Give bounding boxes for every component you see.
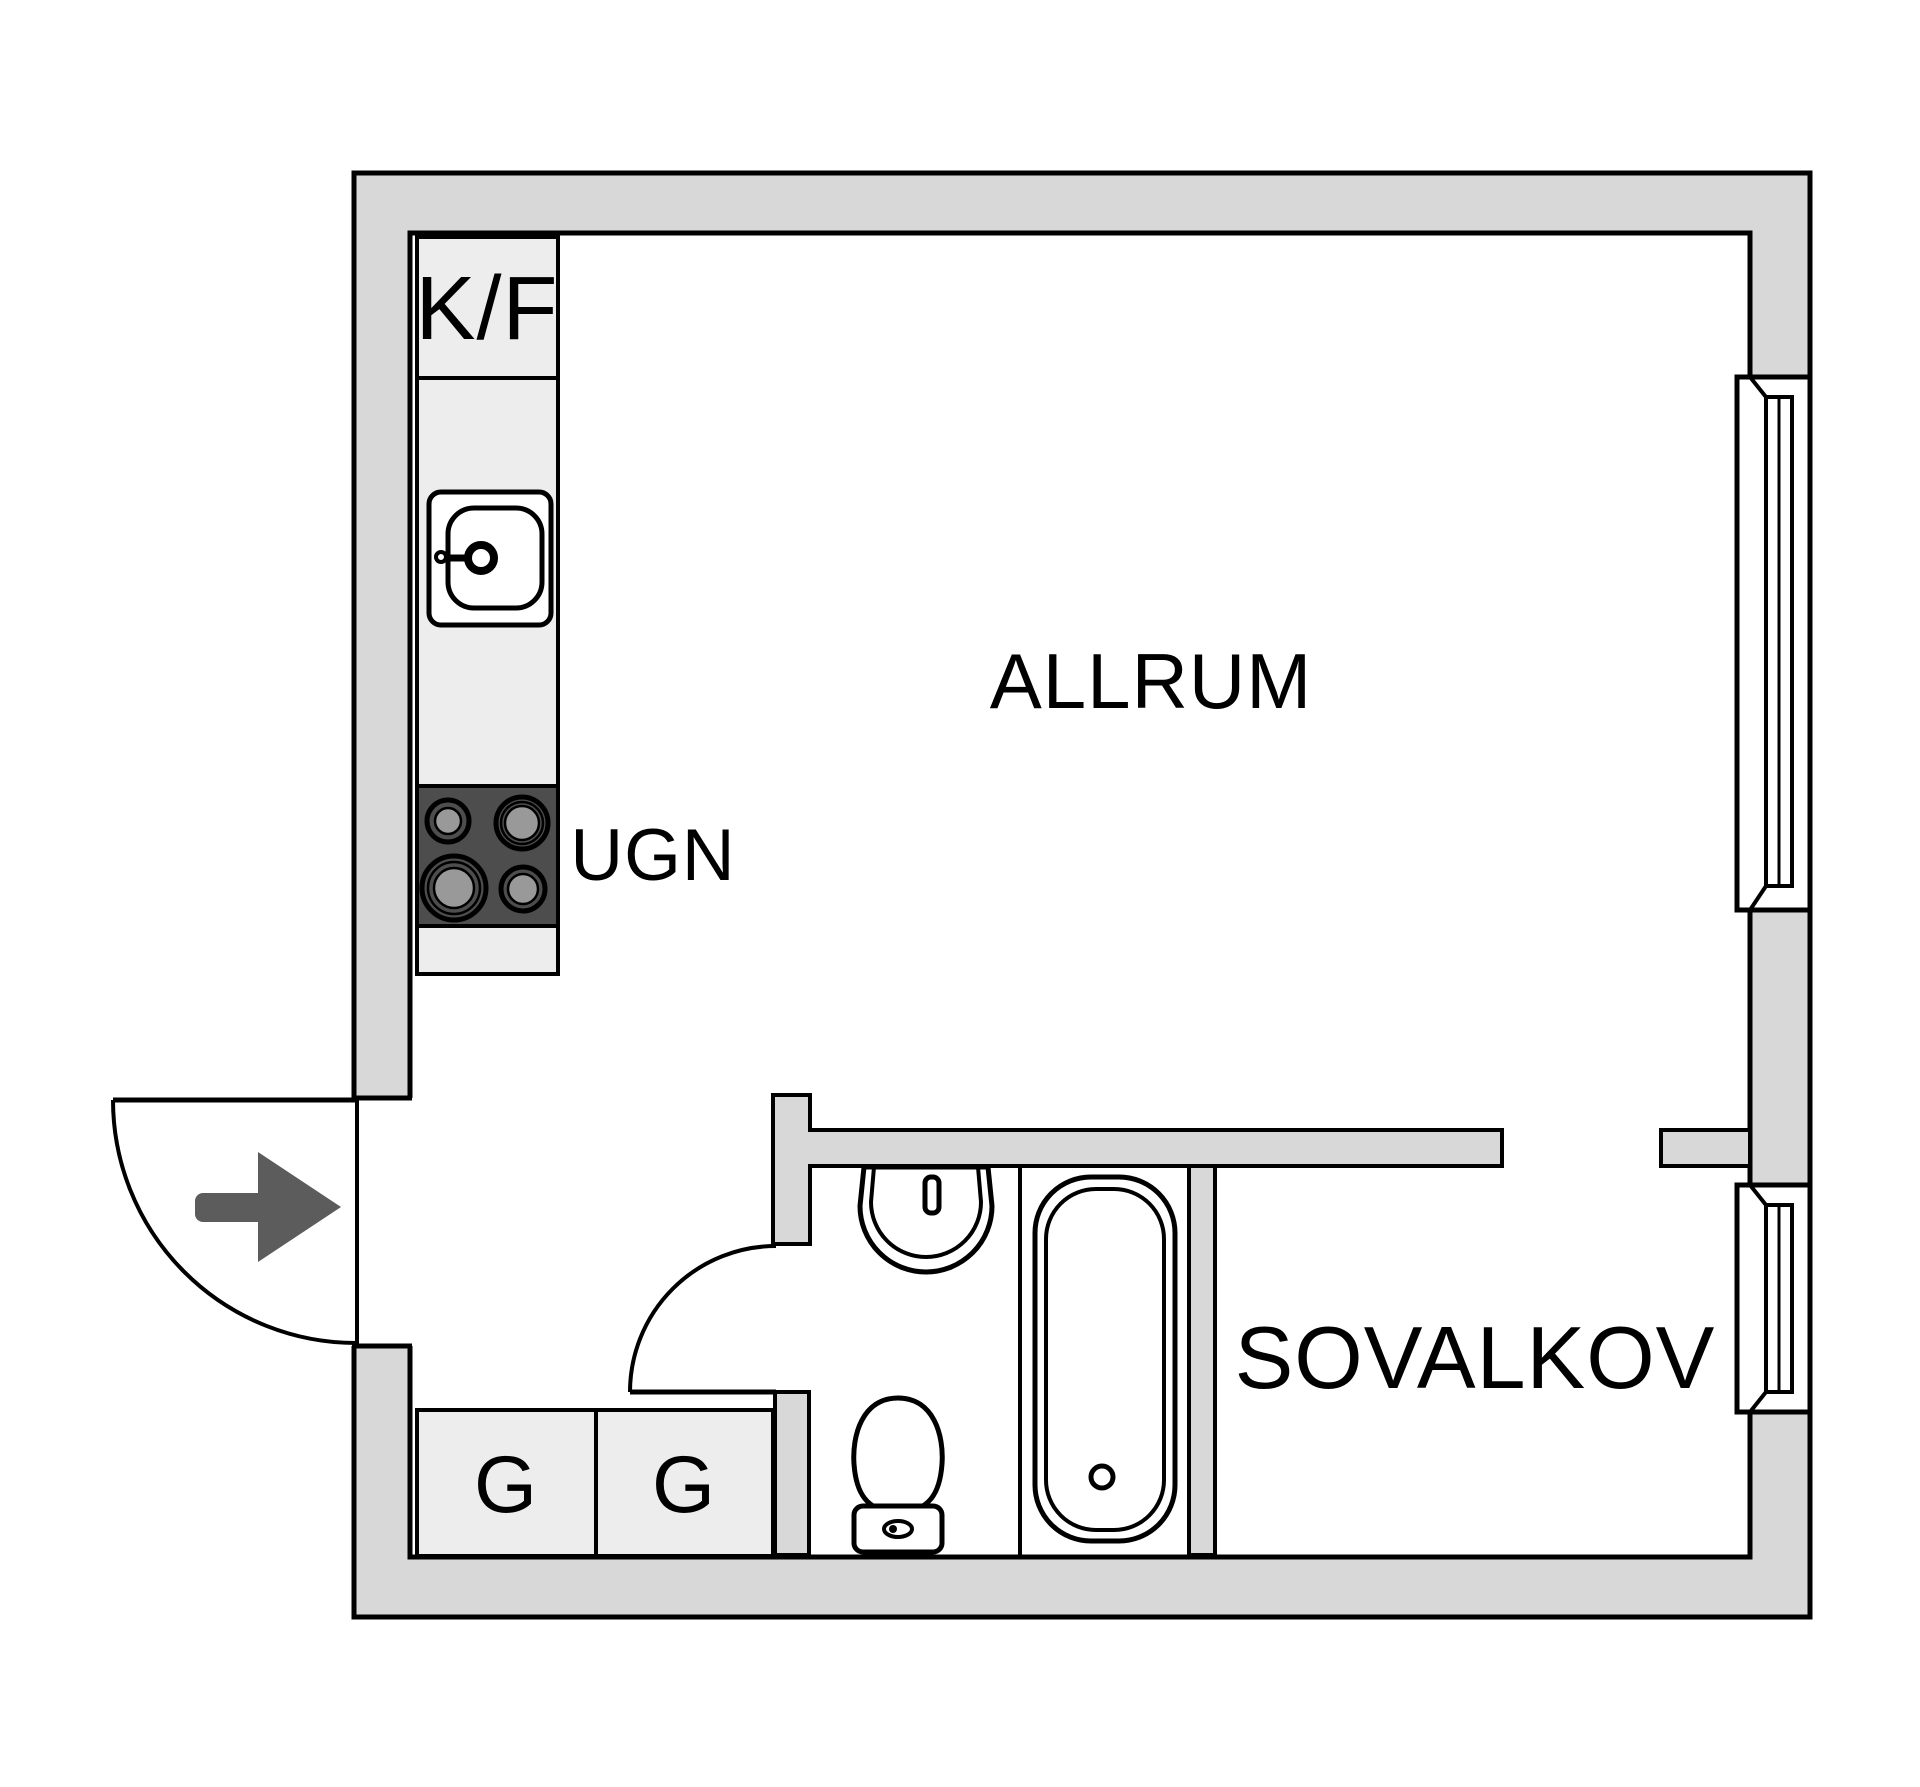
stove-icon xyxy=(415,784,560,928)
entry-arrow-icon xyxy=(195,1152,341,1262)
bathroom-top-wall xyxy=(771,1093,1504,1246)
window-1 xyxy=(1734,374,1813,913)
window-2 xyxy=(1734,1182,1813,1415)
stove-lower-cabinet xyxy=(415,924,560,976)
bathroom-lower-left-wall xyxy=(773,1390,811,1557)
fridge-freezer-label: K/F xyxy=(415,259,558,359)
bathtub-icon xyxy=(1032,1174,1178,1544)
burner-top-right xyxy=(493,794,551,852)
toilet-icon xyxy=(851,1395,945,1555)
entry-door-opening xyxy=(349,1098,415,1346)
sovalkov-top-wall-segment xyxy=(1659,1128,1752,1168)
wardrobe-cabinet-1 xyxy=(415,1408,598,1558)
wardrobe-cabinet-2 xyxy=(594,1408,775,1558)
window-2-chamfer-bottom xyxy=(1748,1390,1768,1414)
kitchen-sink-icon xyxy=(426,489,554,628)
burner-bottom-left xyxy=(419,853,489,923)
wardrobe-1-label: G xyxy=(474,1440,538,1530)
room-label-sovalkov: SOVALKOV xyxy=(1235,1308,1716,1407)
burner-top-left xyxy=(424,797,472,845)
window-1-chamfer-top xyxy=(1748,375,1768,399)
bathroom-sovalkov-wall xyxy=(1187,1164,1217,1557)
bathroom-door-swing-arc xyxy=(628,1244,777,1393)
room-label-allrum: ALLRUM xyxy=(990,637,1312,725)
oven-label: UGN xyxy=(570,815,735,896)
entry-door-swing-arc xyxy=(111,1099,357,1345)
burner-bottom-right xyxy=(498,864,548,914)
washbasin-icon xyxy=(857,1164,995,1275)
window-1-chamfer-bottom xyxy=(1748,884,1768,912)
window-2-chamfer-top xyxy=(1748,1183,1768,1207)
wardrobe-2-label: G xyxy=(652,1440,716,1530)
